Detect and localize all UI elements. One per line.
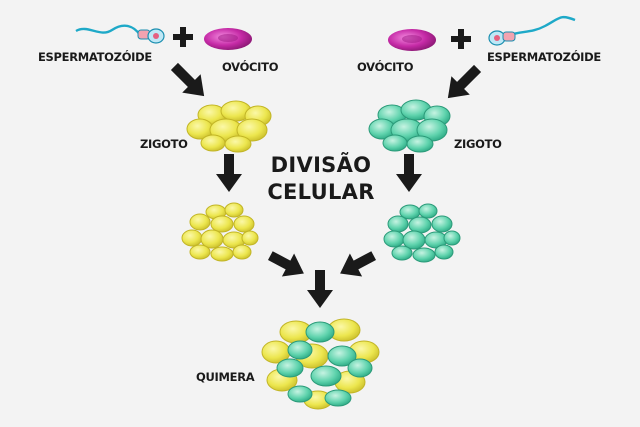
oocyte-left-label: OVÓCITO (222, 60, 279, 74)
arrow-merge-left (267, 251, 304, 277)
oocyte-right-label: OVÓCITO (357, 60, 414, 74)
zygote-left-label: ZIGOTO (140, 137, 188, 151)
sperm-right-icon (488, 15, 576, 46)
plus-left-icon (173, 27, 193, 47)
oocyte-left-icon (204, 28, 252, 50)
sperm-left-icon (75, 24, 165, 44)
zygote-right-label: ZIGOTO (454, 137, 502, 151)
cell-division-line2: CELULAR (267, 180, 375, 204)
arrow-division-left (216, 154, 242, 192)
arrow-sperm-to-zygote-right (447, 64, 482, 99)
arrow-merge-right (340, 251, 377, 277)
cell-division-title: DIVISÃO CELULAR (238, 152, 404, 206)
chimera-label: QUIMERA (196, 370, 255, 384)
arrow-sperm-to-zygote-left (170, 62, 205, 97)
arrow-division-right (396, 154, 422, 192)
arrow-to-chimera (307, 270, 333, 308)
cell-division-line1: DIVISÃO (270, 153, 372, 177)
chimera-cluster (261, 318, 380, 410)
plus-right-icon (451, 29, 471, 49)
divided-cluster-right (383, 203, 461, 263)
sperm-left-label: ESPERMATOZÓIDE (38, 50, 152, 64)
oocyte-right-icon (388, 29, 436, 51)
zygote-left-cells (186, 100, 272, 153)
divided-cluster-left (181, 202, 259, 262)
zygote-right-cells (368, 99, 451, 153)
sperm-right-label: ESPERMATOZÓIDE (487, 50, 601, 64)
